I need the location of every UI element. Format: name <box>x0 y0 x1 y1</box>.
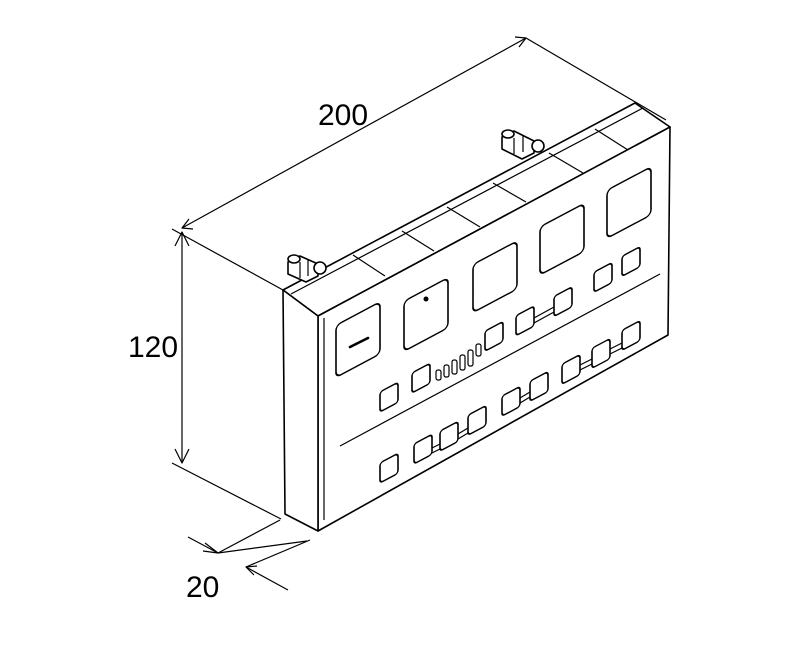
indicator-square <box>411 363 431 393</box>
indicator-square <box>621 320 641 350</box>
indicator-square <box>379 382 399 412</box>
indicator-square <box>439 421 459 451</box>
display-window <box>335 303 381 377</box>
display-window <box>539 204 585 274</box>
dimension-width-label: 200 <box>318 99 368 132</box>
indicator-square <box>379 453 399 483</box>
indicator-square <box>529 371 549 401</box>
display-window <box>472 242 518 312</box>
dimension-depth: 20 <box>186 519 311 604</box>
connector-left <box>287 254 327 283</box>
indicator-square <box>621 246 641 276</box>
dimension-height: 120 <box>128 228 284 520</box>
led-bar-indicators <box>435 343 482 381</box>
indicator-square <box>467 405 487 435</box>
indicator-square <box>501 386 521 416</box>
dimension-width: 200 <box>181 36 667 230</box>
dimension-depth-label: 20 <box>186 571 219 604</box>
indicator-square <box>553 287 573 317</box>
connector-right <box>501 129 545 160</box>
display-window <box>403 278 449 351</box>
display-window <box>606 167 652 238</box>
front-panel <box>335 167 661 483</box>
indicator-square <box>515 306 535 336</box>
panel-divider <box>339 273 661 447</box>
indicator-square <box>413 434 433 464</box>
dimension-height-label: 120 <box>128 331 178 364</box>
indicator-square <box>593 262 613 292</box>
device-body <box>282 102 671 532</box>
indicator-square <box>484 321 504 351</box>
